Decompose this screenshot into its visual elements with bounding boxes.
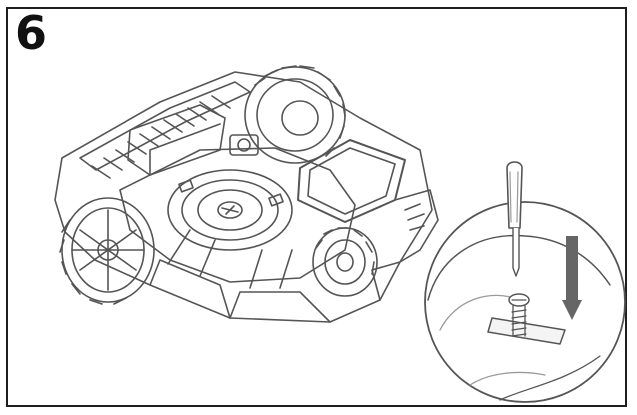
front-box: [297, 139, 406, 223]
screwdriver: [506, 161, 523, 277]
detail-callout: [424, 161, 626, 403]
front-wheel: [312, 227, 378, 297]
mower: [54, 65, 439, 323]
mower-chassis: [54, 71, 433, 323]
step-number: 6: [15, 6, 48, 60]
blade-plate: [487, 317, 566, 345]
rear-box: [127, 104, 226, 176]
arrow-down-icon: [562, 236, 582, 320]
screw: [508, 293, 530, 337]
rib-panel: [79, 81, 251, 179]
mower-body: [119, 147, 356, 283]
blade-disc: [167, 169, 293, 251]
rear-wheel-top: [244, 65, 346, 164]
rear-wheel-left: [59, 197, 155, 305]
